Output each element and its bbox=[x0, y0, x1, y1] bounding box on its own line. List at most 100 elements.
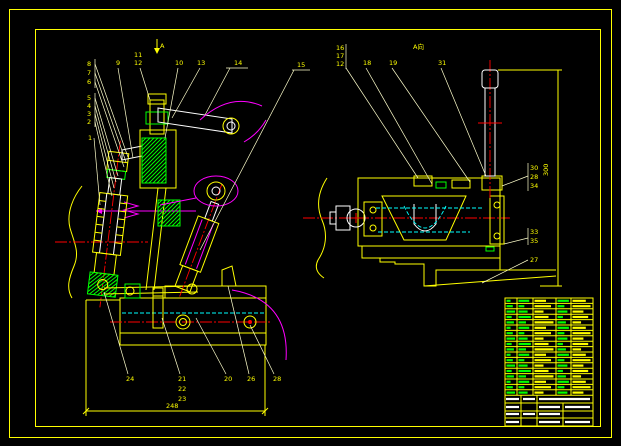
right-break-line bbox=[315, 177, 328, 279]
view-arrow-label: A bbox=[160, 42, 165, 50]
title-block bbox=[504, 297, 594, 427]
jaw-pad bbox=[335, 205, 351, 231]
callout-9: 9 bbox=[116, 59, 120, 67]
callout-28-right: 28 bbox=[530, 173, 538, 181]
jaw-holder bbox=[363, 201, 383, 237]
cylinder-wall-left bbox=[184, 219, 203, 265]
callout-15-leader bbox=[199, 69, 310, 251]
end-block-screw-top bbox=[493, 201, 501, 209]
lower-link-pin-right bbox=[186, 283, 198, 295]
cylinder-pivot bbox=[206, 181, 226, 201]
callout-12-right: 12 bbox=[336, 60, 344, 68]
base-locator bbox=[485, 246, 495, 252]
callout-31-leader bbox=[440, 67, 487, 177]
left-break-line bbox=[68, 185, 83, 299]
callout-27: 27 bbox=[530, 256, 538, 264]
callout-18: 18 bbox=[363, 59, 371, 67]
hatch-line bbox=[175, 221, 181, 227]
thread-mark bbox=[93, 239, 102, 242]
jaw-holder-screw-top bbox=[369, 206, 377, 214]
callout-stack-upper-leaders bbox=[94, 63, 129, 168]
hatch-line bbox=[163, 209, 181, 227]
lower-link-bar bbox=[103, 285, 199, 295]
body-lower-plate bbox=[361, 245, 501, 259]
base-bolt bbox=[152, 287, 164, 329]
hatch-line bbox=[157, 199, 167, 209]
hatch-line bbox=[157, 199, 179, 221]
title-block-entries bbox=[506, 299, 591, 424]
pivot-bolt bbox=[149, 99, 165, 135]
title-block-grid bbox=[505, 298, 593, 426]
column-threads bbox=[93, 199, 127, 245]
base-top-plate bbox=[164, 285, 267, 299]
thread-mark bbox=[96, 215, 104, 218]
callout-3: 3 bbox=[87, 110, 91, 118]
callout-8: 8 bbox=[87, 60, 91, 68]
column-base-hatch bbox=[87, 272, 119, 298]
left-view: A 248 bbox=[55, 39, 310, 416]
callout-right-lower-leader bbox=[503, 237, 529, 245]
body-end-block bbox=[489, 195, 505, 245]
callout-11-12-leader bbox=[139, 67, 151, 101]
handle-rod bbox=[484, 87, 496, 177]
width-dimension-tick-left bbox=[82, 407, 90, 415]
width-dimension-text: 248 bbox=[166, 402, 178, 410]
handle-knob bbox=[222, 117, 240, 135]
handle-lever bbox=[157, 107, 233, 134]
hatch-line bbox=[87, 273, 107, 289]
callout-17: 17 bbox=[336, 52, 344, 60]
clamp-spring bbox=[122, 201, 140, 219]
hatch-line bbox=[164, 181, 167, 184]
callout-28: 28 bbox=[273, 375, 281, 383]
callout-33: 33 bbox=[530, 228, 538, 236]
height-dimension-text: 300 bbox=[542, 164, 550, 176]
callout-11: 11 bbox=[134, 51, 142, 59]
hatch-line bbox=[159, 205, 181, 227]
hatch-line bbox=[157, 201, 181, 225]
callout-15: 15 bbox=[297, 61, 305, 69]
hatch-line bbox=[89, 272, 95, 277]
end-block-screw-bottom bbox=[493, 232, 501, 240]
lower-link-block bbox=[124, 283, 141, 299]
callout-stack-lower-leaders bbox=[94, 97, 119, 197]
hatch-line bbox=[157, 199, 171, 213]
callout-21-leader bbox=[161, 317, 181, 375]
body-top-block bbox=[451, 179, 471, 189]
callout-26: 26 bbox=[247, 375, 255, 383]
hatch-line bbox=[141, 153, 167, 179]
callout-30: 30 bbox=[530, 164, 538, 172]
callout-right-upper-leader bbox=[501, 175, 529, 187]
handle-knob-bore bbox=[226, 121, 236, 131]
sheet-inner-border bbox=[35, 29, 601, 427]
hatch-line bbox=[93, 274, 119, 295]
callout-5: 5 bbox=[87, 94, 91, 102]
cam-block bbox=[157, 199, 181, 227]
body-top-nut bbox=[413, 175, 433, 187]
thread-mark bbox=[115, 234, 123, 237]
callout-23: 23 bbox=[178, 395, 186, 403]
sheet-outer-border bbox=[9, 9, 612, 438]
callout-18-leader bbox=[365, 67, 433, 185]
hatch-line bbox=[167, 213, 181, 227]
clamp-column bbox=[86, 140, 130, 308]
jaw-pin-cross bbox=[351, 213, 361, 223]
hatch-line bbox=[156, 173, 167, 184]
stop-block bbox=[221, 265, 237, 287]
callout-1: 1 bbox=[88, 134, 92, 142]
callout-2: 2 bbox=[87, 118, 91, 126]
thread-mark bbox=[97, 207, 105, 210]
hatch-line bbox=[141, 145, 167, 171]
hatch-line bbox=[141, 157, 167, 183]
body-top-washer bbox=[435, 181, 447, 189]
callout-right-stack-leader bbox=[345, 67, 419, 179]
column-bore-left bbox=[99, 193, 108, 253]
v-block-hidden-arc bbox=[403, 205, 447, 229]
callout-7: 7 bbox=[87, 69, 91, 77]
hatch-line bbox=[141, 137, 167, 163]
thread-mark bbox=[95, 223, 103, 226]
air-cylinder bbox=[174, 183, 223, 297]
hatch-line bbox=[141, 137, 147, 143]
base-pin bbox=[243, 315, 257, 329]
thread-mark bbox=[119, 202, 127, 205]
